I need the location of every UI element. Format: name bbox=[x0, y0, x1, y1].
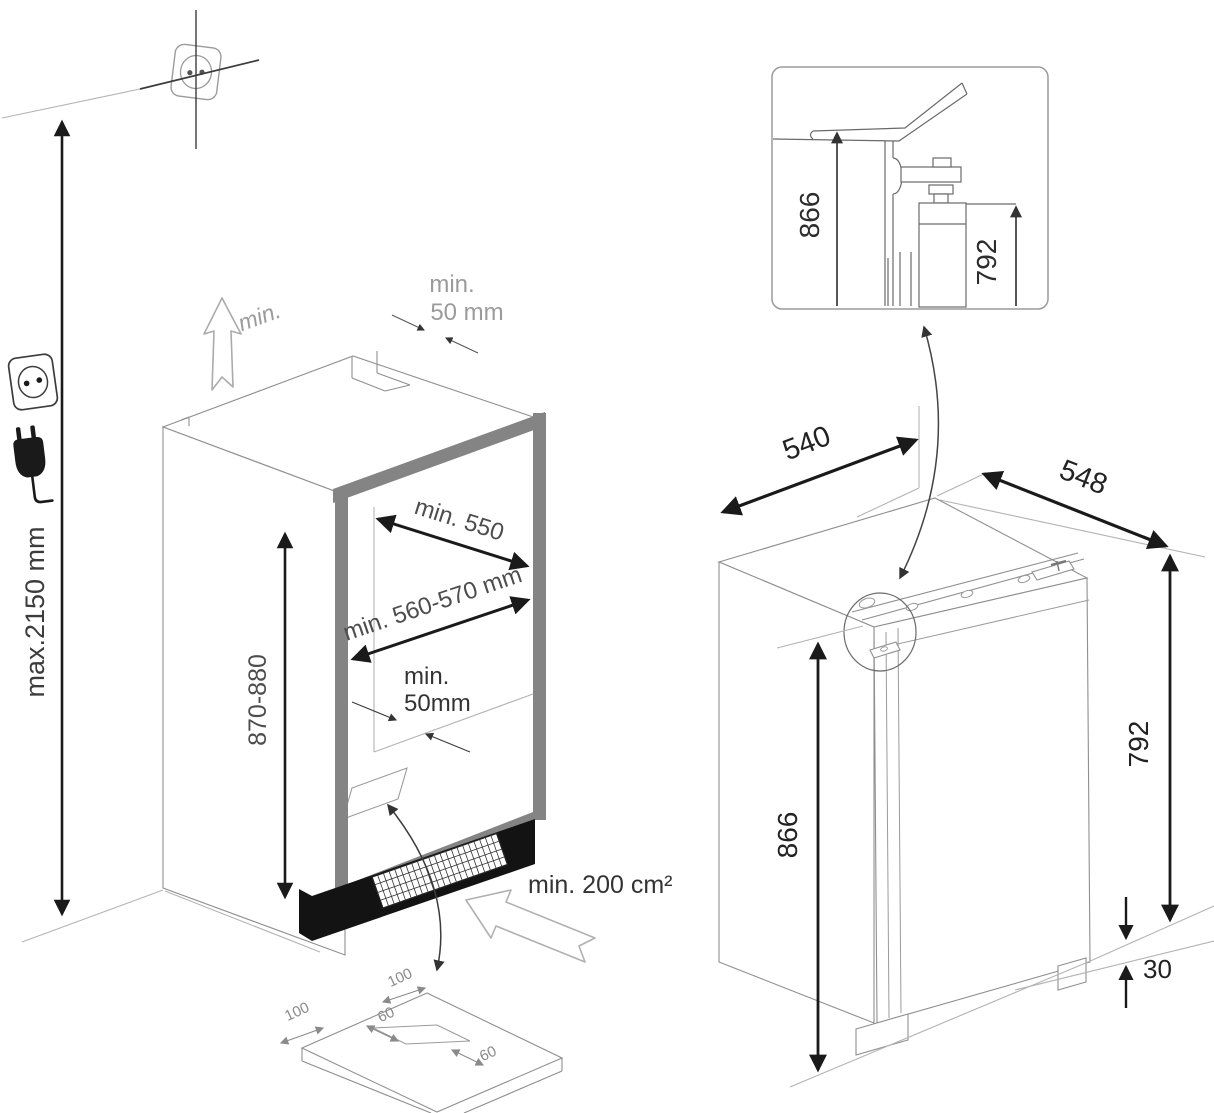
push-up-label: min. bbox=[234, 297, 284, 336]
wall-socket-side-icon bbox=[7, 353, 59, 411]
wall-socket-top-icon bbox=[139, 10, 260, 149]
fridge-foot bbox=[855, 1013, 909, 1056]
niche-depth-label: min. 550 bbox=[411, 493, 507, 546]
inset-overall-height-label: 866 bbox=[794, 192, 825, 239]
fridge-depth-dimension bbox=[720, 436, 919, 516]
niche-depth-dimension bbox=[375, 514, 530, 571]
niche-frame bbox=[333, 412, 546, 902]
cutout-width-label: 60 bbox=[375, 1004, 397, 1026]
top-vent-gap-label-1: min. bbox=[429, 271, 474, 298]
rear-gap-label-1: min. bbox=[404, 663, 449, 690]
niche-width-label: min. 560-570 mm bbox=[340, 561, 526, 646]
top-vent-gap-label-2: 50 mm bbox=[430, 299, 503, 326]
detail-inset-box bbox=[771, 66, 1049, 310]
fridge-width-dimension bbox=[936, 470, 1169, 550]
cutout-link-arrow bbox=[387, 803, 445, 972]
niche-floor-cutout bbox=[342, 767, 408, 820]
floor-plan bbox=[279, 986, 564, 1113]
vent-area-label: min. 200 cm² bbox=[528, 871, 672, 899]
fridge-depth-label: 540 bbox=[778, 420, 835, 467]
cutout-offset-left-label: 100 bbox=[282, 999, 312, 1025]
cable-height-label: max.2150 mm bbox=[20, 526, 50, 697]
niche-height-label: 870-880 bbox=[244, 654, 272, 746]
adjustable-foot bbox=[918, 202, 967, 308]
cutout-depth-label: 60 bbox=[477, 1043, 499, 1065]
detail-link-arrow bbox=[899, 325, 940, 580]
appliance-floor-lines bbox=[789, 905, 1214, 1088]
rear-gap-label-2: 50mm bbox=[404, 690, 471, 717]
room-wall-lines bbox=[1, 88, 321, 953]
fridge-width-label: 548 bbox=[1055, 454, 1112, 502]
top-vent-gap-dimension bbox=[391, 314, 479, 354]
fridge-front-height-label: 792 bbox=[1123, 721, 1154, 768]
rear-gap-dimension bbox=[351, 701, 471, 753]
push-up-arrow-icon bbox=[203, 297, 242, 391]
mains-plug-icon bbox=[13, 425, 54, 504]
niche-cabinet bbox=[161, 351, 547, 956]
airflow-arrow-icon bbox=[465, 889, 596, 963]
niche-width-dimension bbox=[350, 596, 531, 663]
fridge-overall-height-label: 866 bbox=[772, 812, 803, 859]
detail-circle bbox=[843, 592, 917, 672]
fridge-body bbox=[717, 497, 1091, 1056]
plinth-gap-label: 30 bbox=[1143, 954, 1172, 984]
inset-front-height-label: 792 bbox=[971, 239, 1002, 286]
cutout-offset-top-label: 100 bbox=[385, 965, 415, 991]
